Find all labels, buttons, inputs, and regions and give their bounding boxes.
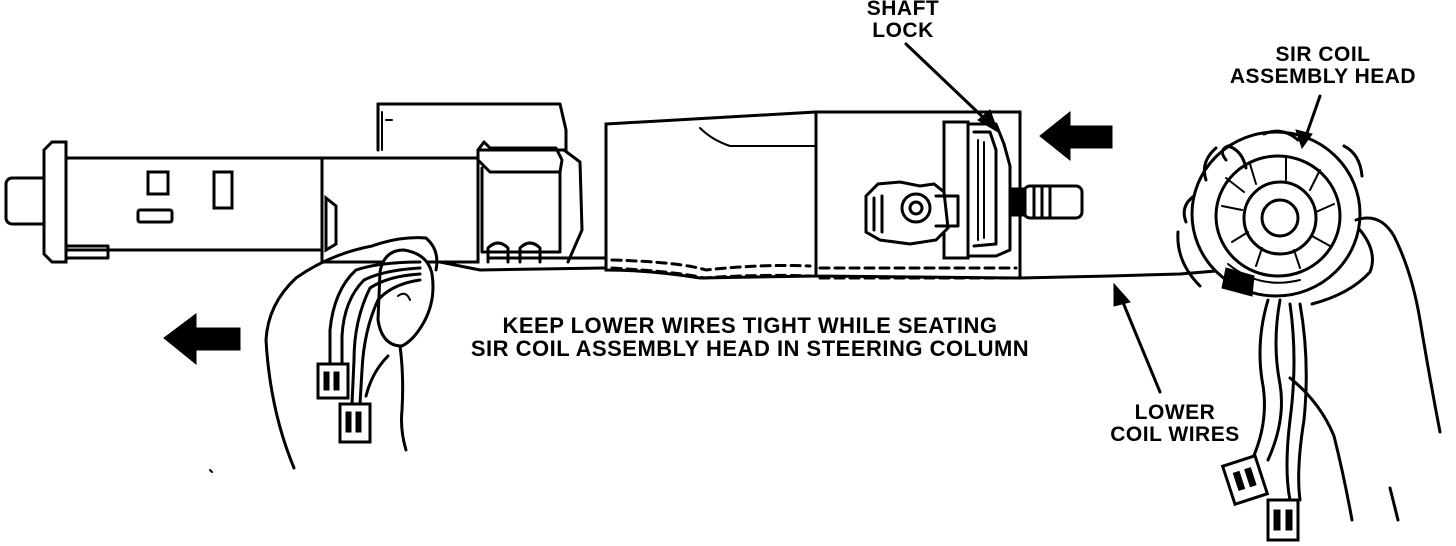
lower-coil-wires-leader	[1120, 298, 1162, 394]
shaft-lock-leader-arrowhead	[977, 109, 999, 134]
shaft-lock-mechanism	[864, 120, 1084, 260]
sir-coil-label-line-1: SIR COIL	[1275, 43, 1371, 66]
sir-coil-leader	[1304, 94, 1322, 138]
shaft-lock-label-line-1: SHAFT	[866, 0, 940, 20]
shaft-lock-label: SHAFT LOCK	[858, 0, 948, 42]
lower-coil-wires-leader-arrowhead	[1113, 282, 1131, 307]
shaft-lock-label-line-2: LOCK	[872, 19, 934, 43]
lower-coil-wires-label: LOWER COIL WIRES	[1080, 401, 1270, 447]
instruction-line-1: KEEP LOWER WIRES TIGHT WHILE SEATING	[502, 313, 998, 338]
direction-arrow-left-icon	[163, 313, 241, 366]
sir-coil-label-line-2: ASSEMBLY HEAD	[1229, 65, 1417, 89]
shaft-lock-leader	[904, 42, 990, 124]
lower-coil-wires	[1220, 298, 1308, 542]
sir-coil-assembly-head-label: SIR COIL ASSEMBLY HEAD	[1208, 43, 1438, 89]
lower-coil-label-line-2: COIL WIRES	[1110, 423, 1240, 447]
direction-arrow-left-top-icon	[1039, 110, 1113, 162]
sir-coil-assembly-head	[1190, 130, 1362, 298]
steering-column	[4, 102, 606, 272]
instruction-label: KEEP LOWER WIRES TIGHT WHILE SEATING SIR…	[440, 314, 1060, 360]
instruction-line-2: SIR COIL ASSEMBLY HEAD IN STEERING COLUM…	[470, 336, 1030, 362]
upper-wire-run	[1018, 268, 1230, 280]
right-hands	[1176, 129, 1442, 522]
lower-coil-label-line-1: LOWER	[1134, 401, 1216, 424]
left-hand	[209, 236, 439, 473]
